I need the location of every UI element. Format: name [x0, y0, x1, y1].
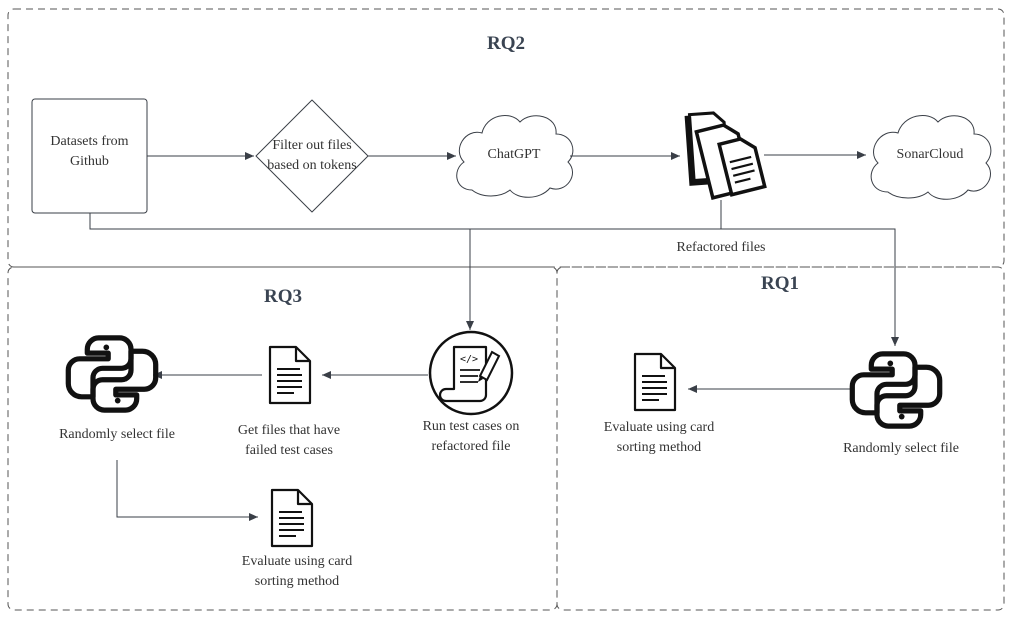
filter-label: Filter out files based on tokens: [267, 138, 357, 173]
run-tests-label: Run test cases on refactored file: [422, 419, 520, 454]
datasets-label: Datasets from Github: [50, 134, 129, 169]
arrow-datasets-to-run-tests: [89, 213, 474, 330]
arrow-refactored-to-rq1-select: [721, 228, 899, 346]
rq3-random-select-label: Randomly select file: [59, 427, 175, 442]
sonarcloud-cloud: [870, 114, 992, 200]
chatgpt-label: ChatGPT: [487, 147, 541, 162]
document-icon: [270, 488, 314, 548]
rq1-random-select-label: Randomly select file: [843, 441, 959, 456]
refactored-files-label: Refactored files: [676, 240, 766, 255]
get-failed-label: Get files that have failed test cases: [237, 423, 341, 458]
arrow-rq3-select-to-evaluate: [116, 460, 258, 521]
svg-text:</>: </>: [460, 354, 478, 365]
rq3-title: RQ3: [264, 286, 302, 307]
rq1-title: RQ1: [761, 273, 799, 294]
filter-diamond: [255, 99, 369, 213]
code-script-icon: </>: [428, 330, 514, 416]
rq3-evaluate-label: Evaluate using card sorting method: [241, 554, 353, 589]
document-icon: [268, 345, 312, 405]
rq2-title: RQ2: [487, 33, 525, 54]
python-logo-icon: [852, 354, 939, 426]
chatgpt-cloud: [456, 114, 574, 198]
connector-refactored-to-run-tests: [470, 200, 722, 230]
document-icon: [633, 352, 677, 412]
sonarcloud-label: SonarCloud: [896, 147, 964, 162]
python-logo-icon: [68, 338, 155, 410]
stacked-documents-icon: [684, 111, 767, 200]
rq1-section-border: [556, 266, 1005, 611]
rq1-evaluate-label: Evaluate using card sorting method: [603, 420, 715, 455]
